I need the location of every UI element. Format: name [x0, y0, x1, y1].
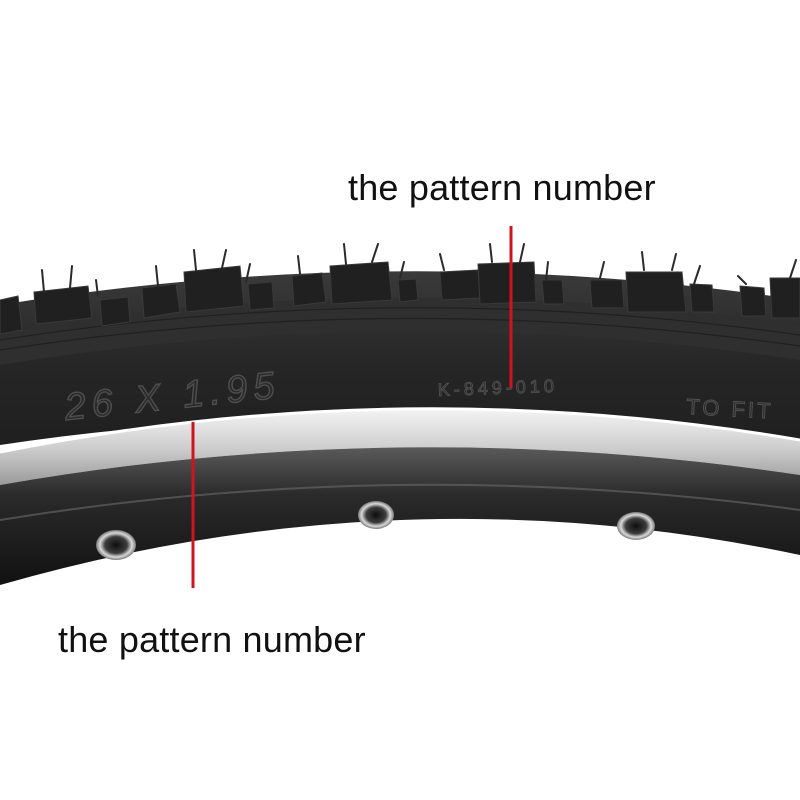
rim-eyelet: [96, 530, 136, 560]
tread-knobs: [0, 261, 800, 335]
tire-pattern-marking: K-849-010: [437, 376, 558, 400]
rim-edge-line: [0, 407, 800, 454]
tread-ribs: [0, 307, 800, 351]
rim-eyelet: [617, 512, 655, 540]
top-annotation-label: the pattern number: [348, 167, 656, 208]
tire-fit-marking: TO FIT: [686, 394, 774, 424]
rubber-whiskers: [41, 243, 797, 297]
rim-silver-band: [0, 408, 800, 485]
rim-inner-highlight: [0, 483, 800, 521]
rim-body: [0, 447, 800, 585]
rim-eyelet: [358, 501, 394, 529]
bottom-annotation-label: the pattern number: [58, 619, 366, 660]
